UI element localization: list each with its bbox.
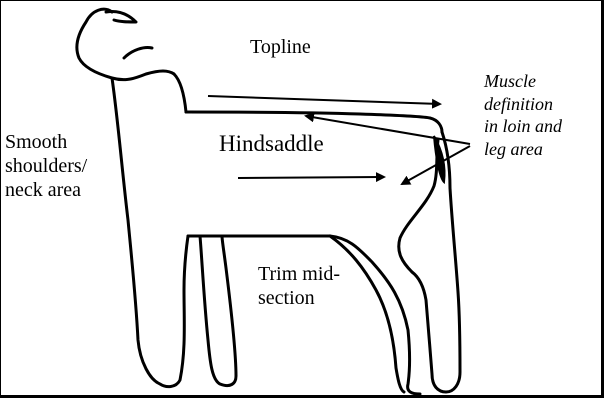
label-muscle-definition: Muscle definition in loin and leg area: [484, 70, 562, 160]
label-hindsaddle: Hindsaddle: [219, 130, 324, 158]
head-outline: [77, 9, 174, 79]
label-shoulders: Smooth shoulders/ neck area: [5, 130, 87, 202]
neck-back-outline: [174, 74, 186, 112]
inner-thigh-outline: [330, 236, 404, 392]
front-leg-rear-outline: [200, 236, 236, 386]
ear-outline: [106, 11, 136, 22]
label-topline: Topline: [250, 35, 311, 59]
arrow-topline: [208, 96, 440, 104]
topline-outline: [186, 112, 442, 132]
label-trim-midsection: Trim mid- section: [258, 262, 340, 310]
rear-leg-front-outline: [399, 140, 438, 272]
eye-line: [124, 47, 152, 58]
arrow-hindsaddle: [238, 177, 384, 178]
neck-chest-outline: [112, 78, 188, 387]
arrow-muscle-upper: [306, 116, 470, 144]
